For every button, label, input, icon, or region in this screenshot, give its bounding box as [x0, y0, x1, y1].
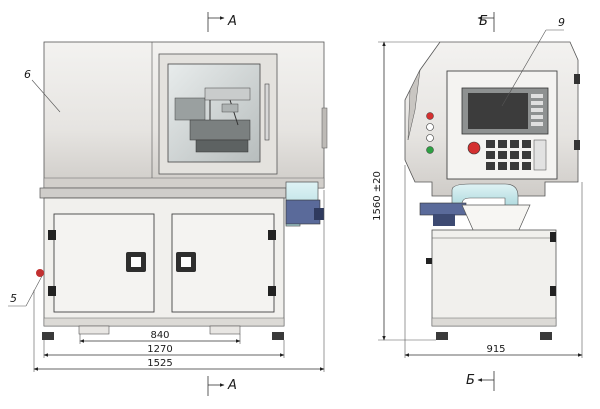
side-view	[404, 41, 580, 340]
callout-9: 9	[558, 16, 565, 29]
section-a-top: А	[227, 14, 237, 29]
keypad	[486, 139, 547, 171]
dim-label-840: 840	[150, 330, 169, 341]
dim-label-1560: 1560 ±20	[372, 171, 383, 221]
section-b-bottom: Б	[466, 373, 475, 388]
callout-5: 5	[10, 292, 17, 305]
side-clamp	[419, 202, 467, 216]
dim-label-1270: 1270	[147, 344, 172, 355]
machine-internals	[174, 87, 251, 153]
front-view	[36, 41, 328, 340]
section-b-top: Б	[479, 14, 488, 29]
lamp-red	[426, 112, 434, 120]
side-foot-left	[436, 332, 448, 340]
section-a-bottom: А	[227, 378, 237, 393]
side-foot-right	[540, 332, 552, 340]
lamp-white-2	[426, 134, 434, 142]
callout-6: 6	[24, 68, 31, 81]
dim-label-1525: 1525	[147, 358, 172, 369]
dim-label-915: 915	[486, 344, 505, 355]
emergency-stop	[467, 141, 481, 155]
lamp-white-1	[426, 123, 434, 131]
dimension-lines	[8, 12, 583, 396]
foot-right	[272, 332, 284, 340]
side-base	[431, 229, 557, 327]
red-knob	[36, 269, 44, 277]
foot-left	[42, 332, 54, 340]
door-handle	[264, 83, 270, 141]
base-top-rail	[39, 187, 287, 199]
lamp-green	[426, 146, 434, 154]
